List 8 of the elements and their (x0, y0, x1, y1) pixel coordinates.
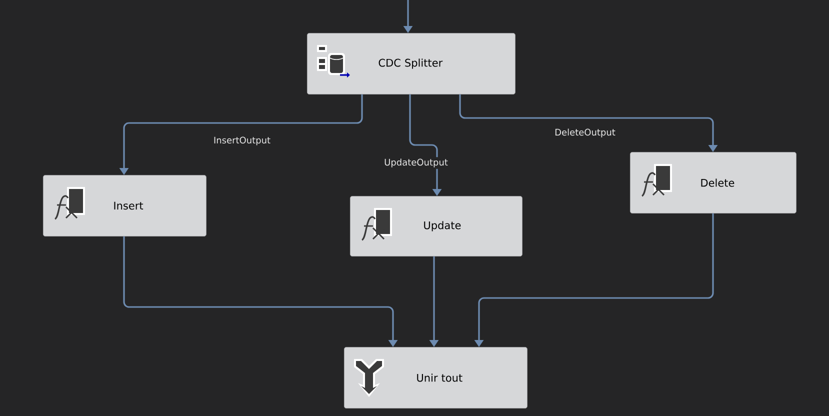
edge-label: UpdateOutput (382, 157, 450, 169)
process-box: Insert (43, 175, 206, 236)
process-box: CDC Splitter (307, 33, 516, 94)
edge-label: InsertOutput (212, 135, 272, 147)
process-box: Update (350, 196, 522, 256)
edge-label: DeleteOutput (553, 127, 617, 139)
process-box: Delete (630, 152, 796, 214)
process-box: Unir tout (344, 347, 528, 408)
